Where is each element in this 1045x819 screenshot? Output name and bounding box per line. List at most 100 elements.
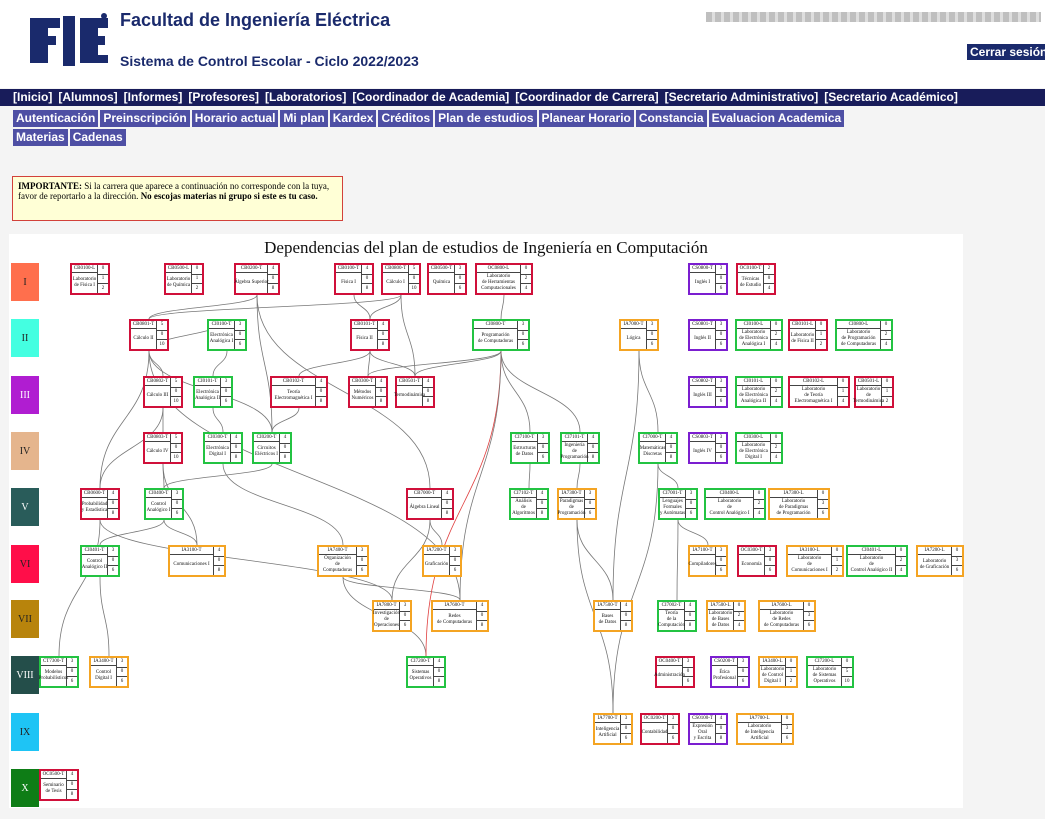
sub-nav-item[interactable]: Kardex <box>329 110 377 127</box>
main-nav-item[interactable]: [Profesores] <box>188 90 260 104</box>
sub-nav-item[interactable]: Evaluacion Academica <box>708 110 845 127</box>
main-nav-item[interactable]: [Informes] <box>123 90 183 104</box>
sub-nav-item[interactable]: Horario actual <box>191 110 279 127</box>
sub-nav-item[interactable]: Preinscripción <box>100 110 190 127</box>
subject-code: CB0500-T <box>429 266 454 273</box>
sub-nav-item[interactable]: Mi plan <box>280 110 328 127</box>
main-nav-item[interactable]: [Laboratorios] <box>265 90 347 104</box>
credit-value: 4 <box>378 321 388 331</box>
sub-nav-item[interactable]: Cadenas <box>69 129 126 146</box>
sub-nav-item[interactable]: Materias <box>13 129 68 146</box>
main-nav-item[interactable]: [Secretario Académico] <box>824 90 958 104</box>
logout-link[interactable]: Cerrar sesión <box>967 44 1045 60</box>
sub-nav-item[interactable]: Créditos <box>378 110 434 127</box>
credit-value: 0 <box>455 275 465 285</box>
main-nav-item[interactable]: [Coordinador de Academia] <box>352 90 510 104</box>
main-nav-item[interactable]: [Secretario Administrativo] <box>664 90 819 104</box>
main-nav-item[interactable]: [Inicio] <box>13 90 53 104</box>
main-nav-item[interactable]: [Alumnos] <box>58 90 118 104</box>
sub-nav-item[interactable]: Autenticación <box>13 110 99 127</box>
sub-nav-item[interactable]: Plan de estudios <box>435 110 537 127</box>
credit-value: 0 <box>362 275 372 285</box>
sub-nav-item[interactable]: Planear Horario <box>538 110 634 127</box>
subject-code: IA7100-T <box>690 547 715 555</box>
main-nav-item[interactable]: [Coordinador de Carrera] <box>515 90 659 104</box>
sub-nav-item[interactable]: Constancia <box>635 110 707 127</box>
